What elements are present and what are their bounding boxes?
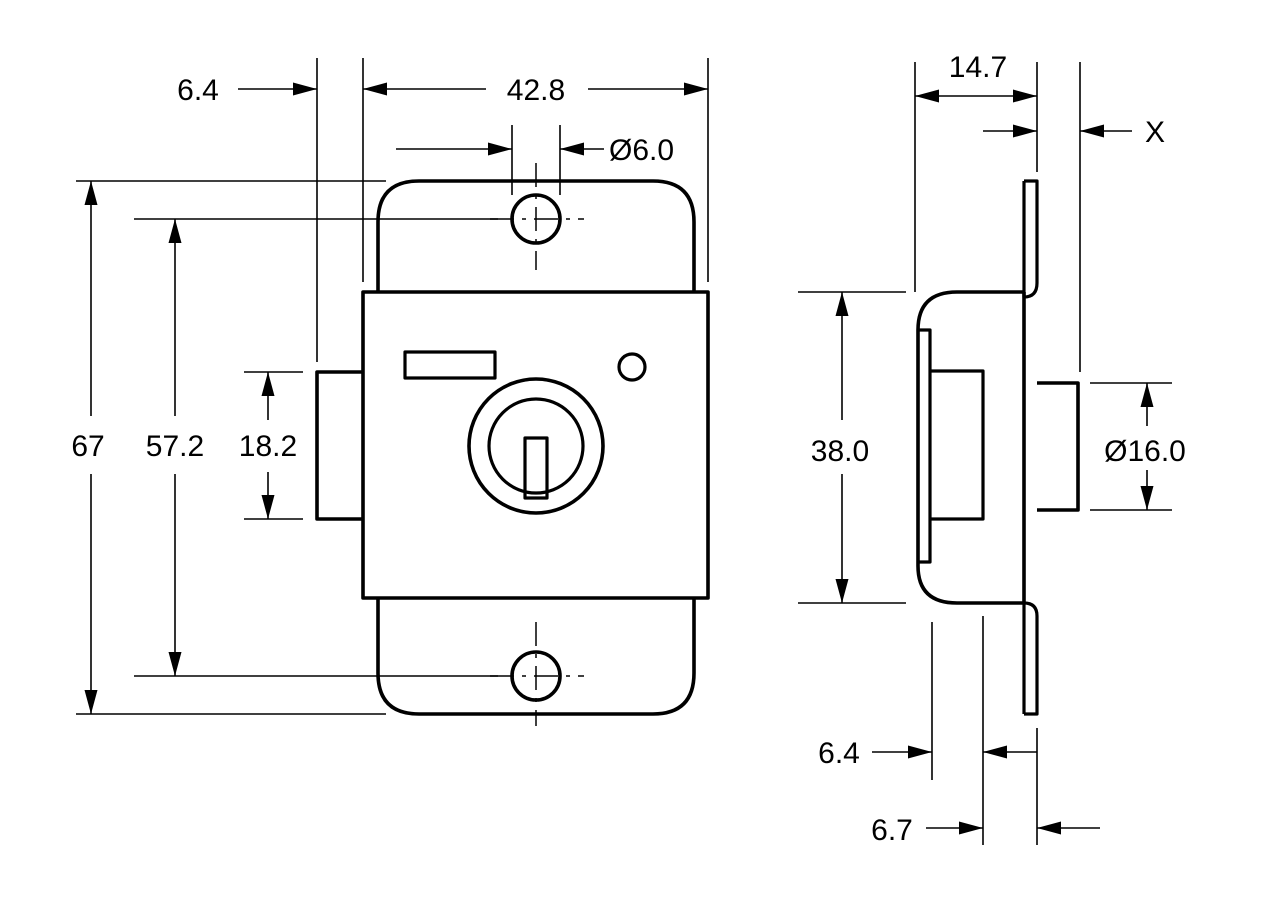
dim-bolt-offset: 6.4	[177, 74, 219, 107]
front-view: 6.4 42.8 Ø6.0 67 57.2 18.2	[71, 58, 710, 726]
arrowhead	[1140, 383, 1154, 407]
arrowhead	[363, 82, 387, 96]
side-view: 14.7 X 38.0 Ø16.0 6.4 6.7	[798, 51, 1186, 847]
indicator-slot	[403, 350, 497, 380]
keyway	[523, 436, 549, 500]
arrowhead	[1080, 124, 1104, 138]
arrowhead	[168, 652, 182, 676]
arrowhead	[959, 821, 983, 835]
dim-flange-offset-2: 6.7	[871, 814, 913, 847]
inner-cover	[918, 328, 932, 564]
arrowhead	[261, 495, 275, 519]
arrowhead	[261, 372, 275, 396]
dim-overall-height: 67	[71, 430, 104, 463]
arrowhead	[293, 82, 317, 96]
dim-bolt-height: 18.2	[239, 430, 297, 463]
arrowhead	[560, 142, 584, 156]
arrowhead	[488, 142, 512, 156]
dim-cylinder-projection: X	[1145, 116, 1165, 149]
arrowhead	[84, 181, 98, 205]
cylinder-projection	[1037, 381, 1080, 512]
pin-hole	[617, 352, 647, 382]
arrowhead	[835, 292, 849, 316]
cylinder-outer	[467, 377, 605, 515]
arrowhead	[1140, 486, 1154, 510]
bolt	[315, 370, 363, 521]
inner-block	[930, 369, 985, 521]
lock-body	[361, 290, 710, 600]
arrowhead	[1013, 89, 1037, 103]
arrowhead	[983, 745, 1007, 759]
cylinder-inner	[487, 397, 585, 495]
arrowhead	[915, 89, 939, 103]
arrowhead	[1013, 124, 1037, 138]
arrowhead	[1037, 821, 1061, 835]
dim-cylinder-diameter: Ø16.0	[1104, 435, 1186, 468]
dim-flange-offset-1: 6.4	[818, 737, 860, 770]
dim-body-height: 38.0	[811, 435, 869, 468]
dim-hole-spacing: 57.2	[146, 430, 204, 463]
arrowhead	[684, 82, 708, 96]
arrowhead	[835, 579, 849, 603]
flange-plate	[1023, 601, 1039, 716]
arrowhead	[908, 745, 932, 759]
dim-overall-width: 42.8	[507, 74, 565, 107]
arrowhead	[168, 219, 182, 243]
dim-depth: 14.7	[949, 51, 1007, 84]
arrowhead	[84, 690, 98, 714]
lock-case-profile	[916, 290, 1024, 605]
dim-hole-diameter: Ø6.0	[609, 134, 674, 167]
flange-plate	[1022, 179, 1039, 299]
